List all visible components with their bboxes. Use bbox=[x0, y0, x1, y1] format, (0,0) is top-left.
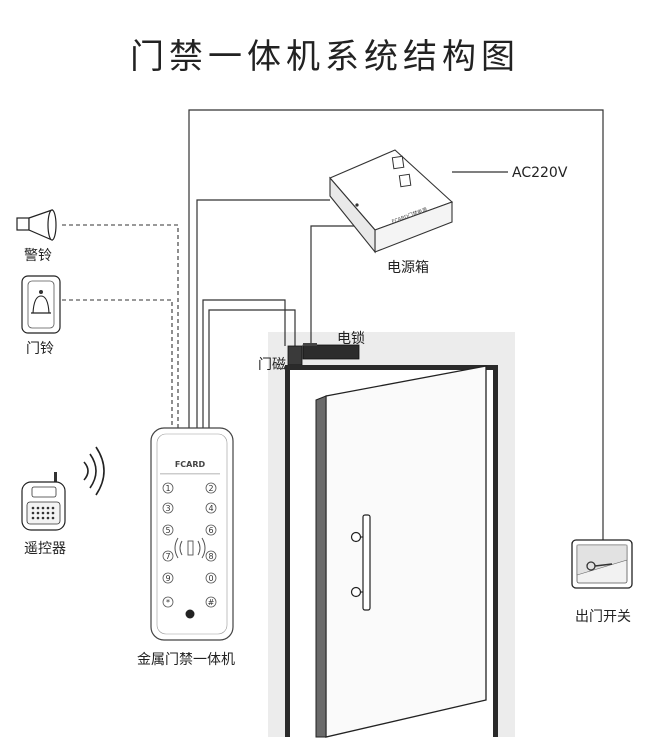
door bbox=[315, 365, 487, 738]
wiring bbox=[188, 109, 604, 540]
exit-switch-wire bbox=[188, 109, 604, 540]
lock-power-wire bbox=[310, 225, 362, 345]
alarm-label: 警铃 bbox=[24, 248, 52, 264]
remote-label: 遥控器 bbox=[24, 541, 66, 557]
dashed-wiring bbox=[62, 224, 179, 428]
rfid-icon bbox=[174, 537, 206, 559]
door-sensor-wire bbox=[202, 299, 286, 428]
power-box-switch-2 bbox=[398, 173, 412, 188]
page-title: 门禁一体机系统结构图 bbox=[130, 37, 520, 77]
fingerprint-icon bbox=[185, 609, 195, 619]
lock-label: 电锁 bbox=[337, 331, 365, 347]
wireless-signal-icon bbox=[83, 446, 105, 496]
key-8: 8 bbox=[208, 552, 213, 561]
doorbell bbox=[21, 275, 61, 334]
power-box-switch-1 bbox=[391, 155, 405, 170]
key-hash: # bbox=[208, 598, 215, 607]
key-1: 1 bbox=[165, 484, 170, 493]
alarm-wire bbox=[62, 224, 179, 428]
remote-control bbox=[21, 472, 66, 531]
key-0: 0 bbox=[208, 574, 213, 583]
access-control-device: FCARD 1 2 3 4 5 6 7 8 9 bbox=[150, 427, 234, 641]
exit-switch bbox=[571, 539, 633, 589]
power-box: FCARD门禁电源 bbox=[329, 149, 454, 254]
door-sensor-label: 门磁 bbox=[258, 357, 286, 373]
power-box-label: 电源箱 bbox=[387, 260, 429, 276]
power-wire-1 bbox=[196, 199, 330, 428]
keypad: 1 2 3 4 5 6 7 8 9 0 * # bbox=[162, 482, 217, 608]
device-label: 金属门禁一体机 bbox=[137, 652, 235, 668]
key-9: 9 bbox=[165, 574, 170, 583]
ac-label: AC220V bbox=[512, 165, 568, 181]
door-handle bbox=[362, 514, 371, 611]
door-sensor-wire-2 bbox=[208, 309, 296, 428]
alarm-horn bbox=[16, 209, 57, 241]
doorbell-wire bbox=[62, 299, 173, 428]
doorbell-label: 门铃 bbox=[26, 341, 54, 357]
device-brand: FCARD bbox=[175, 460, 206, 469]
power-box-led bbox=[355, 203, 359, 207]
key-6: 6 bbox=[208, 526, 213, 535]
key-5: 5 bbox=[165, 526, 170, 535]
exit-switch-label: 出门开关 bbox=[575, 609, 631, 625]
key-2: 2 bbox=[208, 484, 213, 493]
key-star: * bbox=[166, 598, 170, 607]
key-7: 7 bbox=[165, 552, 170, 561]
key-3: 3 bbox=[165, 504, 170, 513]
door-sensor bbox=[287, 345, 303, 366]
key-4: 4 bbox=[208, 504, 213, 513]
electric-lock bbox=[302, 343, 360, 360]
